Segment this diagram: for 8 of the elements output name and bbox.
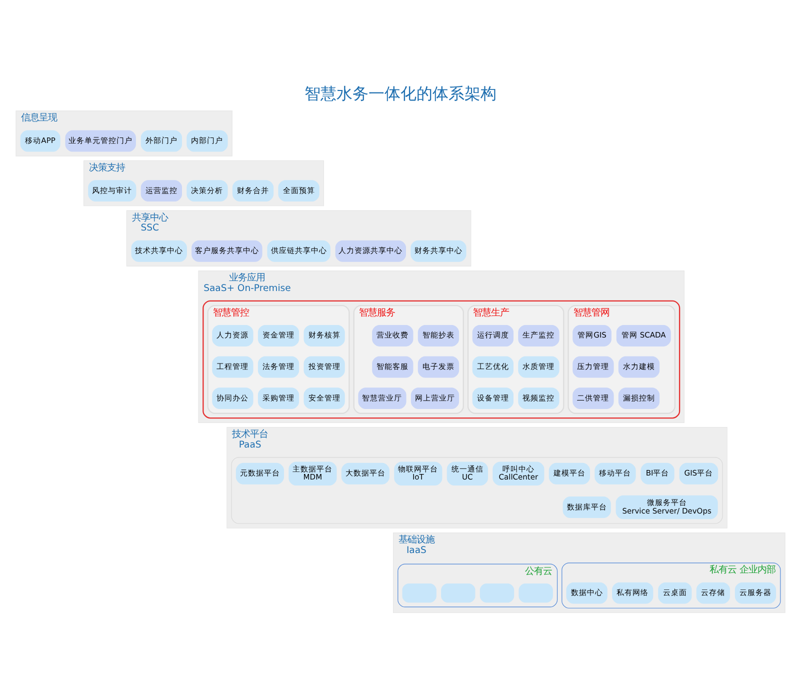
node-box bbox=[440, 582, 475, 602]
cluster bbox=[230, 456, 722, 524]
cluster: 公有云 bbox=[397, 563, 558, 607]
node-box bbox=[402, 582, 436, 602]
node-box bbox=[479, 582, 514, 602]
node-box bbox=[518, 582, 552, 602]
cluster bbox=[202, 300, 680, 418]
diagram-title: 智慧水务一体化的体系架构 bbox=[304, 83, 496, 102]
